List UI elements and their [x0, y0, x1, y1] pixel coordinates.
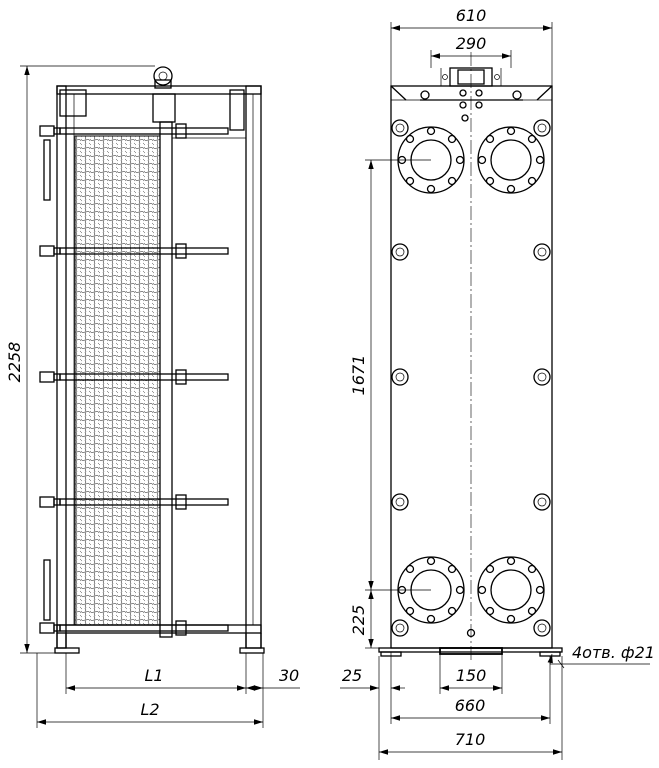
dim-710-label: 710: [455, 730, 486, 749]
dim-290-label: 290: [456, 34, 487, 53]
dim-150-label: 150: [456, 666, 487, 685]
tie-bolts: [39, 123, 229, 636]
lower-right-port: [477, 556, 545, 624]
dim-710: 710: [379, 656, 563, 760]
dim-25: 25: [340, 652, 405, 760]
dim-150: 150: [439, 654, 503, 694]
side-view: 2258 L1 30 L2: [5, 65, 300, 728]
rear-foot: [239, 647, 265, 654]
bottom-beam: [56, 624, 262, 634]
dim-225-label: 225: [349, 605, 368, 636]
dim-l1-l2: L1 30 L2: [36, 653, 300, 728]
rear-column: [245, 85, 262, 649]
top-bolts: [420, 89, 522, 122]
dim-1671: 1671: [349, 160, 374, 590]
dim-25-label: 25: [342, 666, 362, 685]
dim-290: 290: [430, 34, 512, 86]
dim-610: 610: [390, 6, 553, 86]
upper-right-port: [477, 126, 545, 194]
dim-660-label: 660: [455, 696, 486, 715]
dim-2258: 2258: [5, 65, 155, 654]
dim-660: 660: [391, 656, 551, 724]
dim-610-label: 610: [456, 6, 487, 25]
dim-2258-label: 2258: [5, 342, 24, 383]
dim-1671-label: 1671: [349, 355, 368, 396]
fixed-plate: [56, 85, 67, 649]
edge-bolts: [391, 119, 551, 638]
front-view: 1671 225 610 290 2: [340, 6, 655, 760]
holes-callout: 4отв. ф21: [547, 643, 655, 669]
lifting-lug: [153, 66, 173, 86]
dim-l2-label: L2: [140, 700, 159, 719]
holes-label: 4отв. ф21: [572, 643, 655, 662]
front-foot: [54, 647, 80, 654]
dim-225: 225: [349, 590, 379, 649]
dim-30-label: 30: [279, 666, 299, 685]
dim-l1-label: L1: [144, 666, 163, 685]
